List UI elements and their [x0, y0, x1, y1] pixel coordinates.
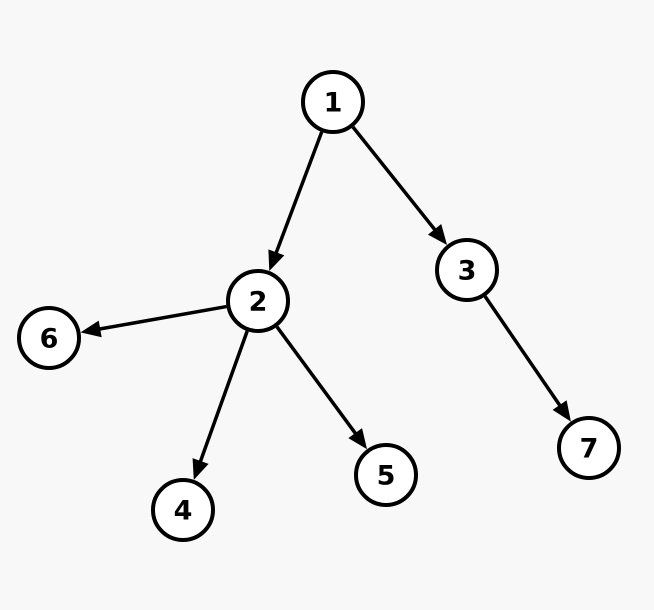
node-circle-5[interactable]: [354, 443, 418, 507]
edge-line-3-7: [483, 295, 563, 408]
edge-line-2-6: [97, 304, 227, 332]
edge-line-2-5: [275, 325, 358, 436]
node-label-7: 7: [580, 434, 599, 465]
node-circle-3[interactable]: [435, 238, 499, 302]
node-layer: 1 2 3 4 5 6 7: [17, 70, 621, 542]
node-4[interactable]: 4: [151, 478, 215, 542]
node-label-5: 5: [377, 461, 396, 492]
node-label-3: 3: [458, 256, 477, 287]
node-circle-6[interactable]: [17, 306, 81, 370]
node-2[interactable]: 2: [226, 269, 290, 333]
edge-2-4: [192, 330, 249, 480]
arrowhead-1-2: [268, 249, 285, 272]
node-5[interactable]: 5: [354, 443, 418, 507]
arrowhead-1-3: [427, 224, 448, 245]
edge-3-7: [483, 295, 571, 422]
node-label-4: 4: [174, 496, 193, 527]
node-6[interactable]: 6: [17, 306, 81, 370]
arrowhead-2-6: [80, 320, 102, 338]
edge-layer: [80, 125, 571, 480]
node-label-1: 1: [324, 88, 343, 119]
node-1[interactable]: 1: [301, 70, 365, 134]
node-3[interactable]: 3: [435, 238, 499, 302]
node-circle-1[interactable]: [301, 70, 365, 134]
edge-line-1-3: [351, 125, 438, 233]
node-label-6: 6: [40, 324, 59, 355]
node-circle-7[interactable]: [557, 416, 621, 480]
arrowhead-3-7: [552, 400, 571, 422]
edge-line-1-2: [273, 131, 324, 255]
edge-1-2: [268, 131, 324, 272]
edge-2-5: [275, 325, 368, 450]
node-label-2: 2: [249, 287, 268, 318]
arrowhead-2-4: [192, 458, 209, 480]
edge-1-3: [351, 125, 448, 245]
node-circle-2[interactable]: [226, 269, 290, 333]
edge-line-2-4: [198, 330, 249, 464]
edge-2-6: [80, 304, 227, 338]
arrowhead-2-5: [348, 428, 368, 450]
node-7[interactable]: 7: [557, 416, 621, 480]
node-circle-4[interactable]: [151, 478, 215, 542]
